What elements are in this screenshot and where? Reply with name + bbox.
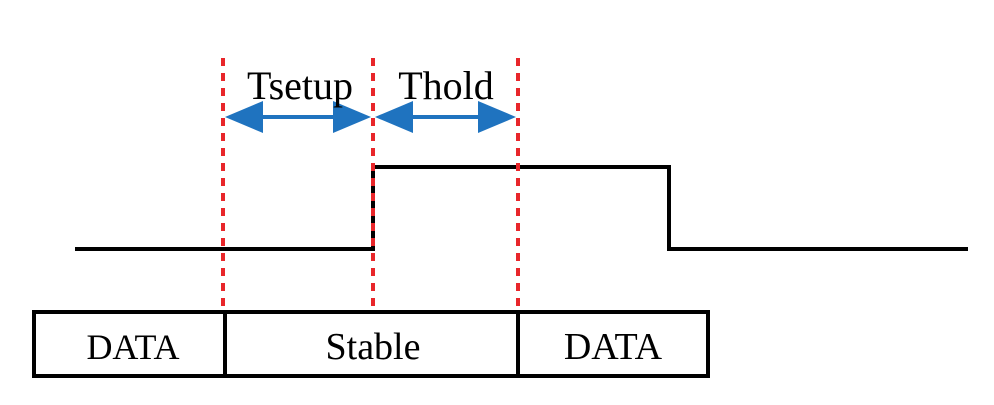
setup-arrow [225, 101, 371, 133]
data-box-left-label: DATA [86, 327, 179, 367]
data-box-right-label: DATA [564, 326, 663, 368]
stable-box-label: Stable [326, 326, 421, 368]
hold-label: Thold [398, 63, 494, 108]
clock-waveform [75, 165, 968, 251]
setup-label: Tsetup [247, 63, 353, 108]
hold-arrow [375, 101, 516, 133]
data-box-right [516, 310, 710, 378]
